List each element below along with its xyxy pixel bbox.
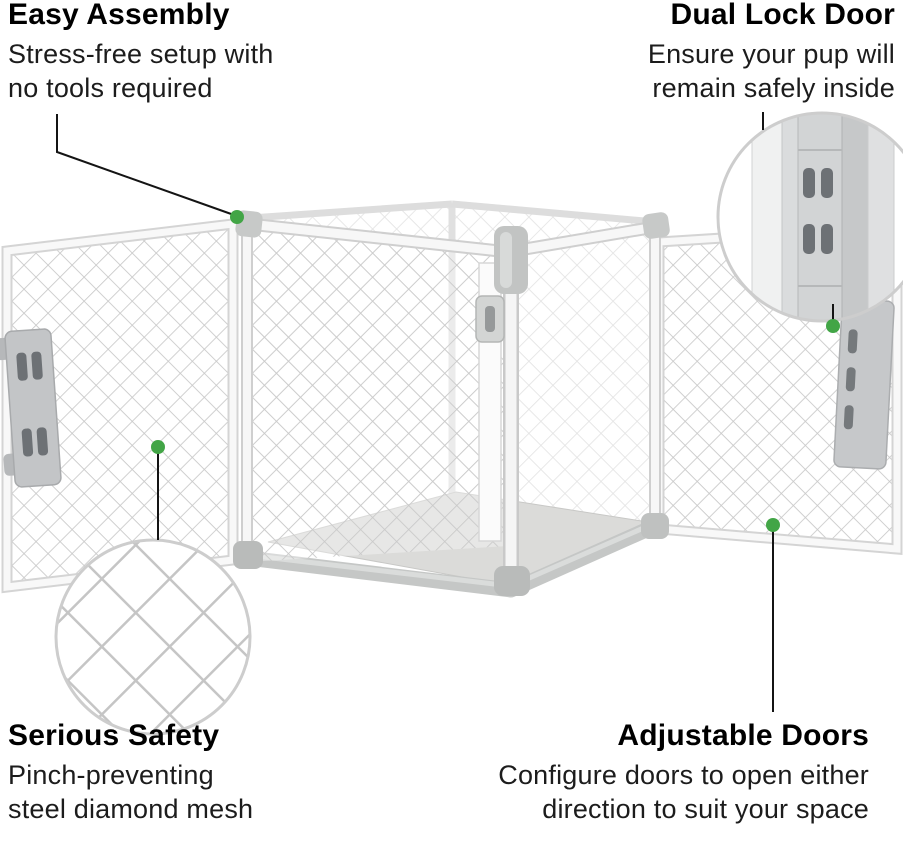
callout-body-line: no tools required	[8, 73, 213, 103]
lock-zoom-inset	[716, 111, 903, 323]
crate-door-latch	[475, 262, 505, 542]
callout-body-line: steel diamond mesh	[8, 794, 254, 824]
callout-body-line: Stress-free setup with	[8, 39, 274, 69]
feature-marker-dot	[826, 319, 840, 333]
callout-serious-safety: Serious Safety Pinch-preventing steel di…	[8, 719, 253, 826]
callout-title: Serious Safety	[8, 719, 220, 752]
easy-assembly-line	[56, 114, 235, 216]
crate-front-door-panel	[247, 226, 508, 562]
callout-body-line: Ensure your pup will	[647, 39, 895, 69]
crate-frame	[241, 217, 661, 586]
callout-body-line: Pinch-preventing	[8, 760, 214, 790]
callout-title: Easy Assembly	[8, 0, 230, 31]
callout-title: Adjustable Doors	[617, 719, 869, 752]
mesh-zoom-inset	[54, 538, 252, 736]
right-door-lock-plate	[833, 298, 895, 470]
feature-marker-dot	[151, 440, 165, 454]
left-door-panel	[0, 217, 239, 594]
callout-easy-assembly: Easy Assembly Stress-free setup with no …	[8, 0, 274, 105]
callout-lines	[56, 112, 834, 712]
crate-corner-connectors	[233, 210, 670, 596]
callout-dual-lock-door: Dual Lock Door Ensure your pup will rema…	[648, 0, 895, 105]
callout-body-line: direction to suit your space	[542, 794, 869, 824]
left-door-lock-plate	[0, 328, 62, 488]
callout-adjustable-doors: Adjustable Doors Configure doors to open…	[498, 719, 869, 826]
feature-marker-dot	[766, 518, 780, 532]
callout-body-line: remain safely inside	[652, 73, 895, 103]
feature-marker-dot	[230, 210, 244, 224]
callout-body-line: Configure doors to open either	[498, 760, 869, 790]
callout-title: Dual Lock Door	[670, 0, 895, 31]
